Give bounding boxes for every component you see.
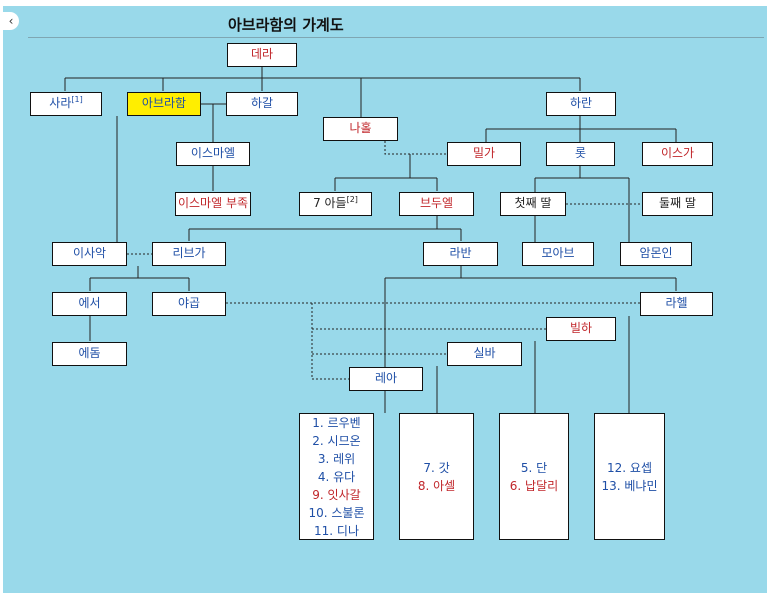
person-node-hagar[interactable]: 하갈	[226, 92, 298, 116]
child-item[interactable]: 13. 베냐민	[601, 478, 658, 493]
chevron-left-icon[interactable]: ‹	[3, 12, 19, 30]
person-node-iscah[interactable]: 이스가	[642, 142, 713, 166]
person-node-isaac[interactable]: 이사악	[52, 242, 127, 266]
child-item[interactable]: 2. 시므온	[312, 433, 361, 448]
person-node-laban[interactable]: 라반	[423, 242, 498, 266]
page-title: 아브라함의 가계도	[228, 16, 344, 34]
person-node-leah[interactable]: 레아	[349, 367, 423, 391]
group-node-ammon[interactable]: 암몬인	[620, 242, 692, 266]
person-node-sarah[interactable]: 사라[1]	[30, 92, 102, 116]
person-node-milcah[interactable]: 밀가	[447, 142, 521, 166]
child-item[interactable]: 3. 레위	[317, 451, 356, 466]
person-node-ishmael[interactable]: 이스마엘	[176, 142, 250, 166]
person-name: 7 아들	[313, 196, 347, 210]
children-group-zilpah: 7. 갓 8. 아셀	[399, 413, 474, 540]
person-node-bethuel[interactable]: 브두엘	[399, 192, 474, 216]
person-node-rachel[interactable]: 라헬	[640, 292, 713, 316]
group-node-seven-sons[interactable]: 7 아들[2]	[299, 192, 372, 216]
child-item[interactable]: 4. 유다	[317, 469, 356, 484]
person-node-bilhah[interactable]: 빌하	[546, 317, 616, 341]
person-name: 사라	[49, 96, 72, 110]
person-node-nahor[interactable]: 나홀	[323, 117, 398, 141]
group-node-ishmaelites[interactable]: 이스마엘 부족	[175, 192, 251, 216]
children-group-leah: 1. 르우벤 2. 시므온 3. 레위 4. 유다 9. 잇사갈 10. 스불론…	[299, 413, 374, 540]
child-item[interactable]: 11. 디나	[314, 523, 359, 538]
title-divider	[28, 37, 764, 38]
child-item[interactable]: 8. 아셀	[417, 478, 456, 493]
child-item[interactable]: 9. 잇사갈	[312, 487, 361, 502]
footnote-marker: [1]	[71, 95, 83, 104]
person-node-haran[interactable]: 하란	[546, 92, 616, 116]
person-node-esau[interactable]: 에서	[52, 292, 127, 316]
group-node-moab[interactable]: 모아브	[522, 242, 594, 266]
person-node-abraham[interactable]: 아브라함	[127, 92, 201, 116]
person-node-edom[interactable]: 에돔	[52, 342, 127, 366]
child-item[interactable]: 7. 갓	[423, 460, 450, 475]
footnote-marker: [2]	[346, 195, 358, 204]
child-item[interactable]: 12. 요셉	[607, 460, 652, 475]
child-item[interactable]: 5. 단	[520, 460, 548, 475]
person-node-zilpah[interactable]: 실바	[447, 342, 522, 366]
children-group-bilhah: 5. 단 6. 납달리	[499, 413, 569, 540]
person-node-second-daughter[interactable]: 둘째 딸	[642, 192, 713, 216]
person-node-terah[interactable]: 데라	[227, 43, 297, 67]
person-node-jacob[interactable]: 야곱	[152, 292, 226, 316]
children-group-rachel: 12. 요셉 13. 베냐민	[594, 413, 665, 540]
person-node-lot[interactable]: 롯	[546, 142, 615, 166]
child-item[interactable]: 1. 르우벤	[312, 415, 361, 430]
person-node-rebekah[interactable]: 리브가	[152, 242, 226, 266]
child-item[interactable]: 10. 스불론	[308, 505, 365, 520]
child-item[interactable]: 6. 납달리	[509, 478, 559, 493]
person-node-first-daughter[interactable]: 첫째 딸	[500, 192, 566, 216]
